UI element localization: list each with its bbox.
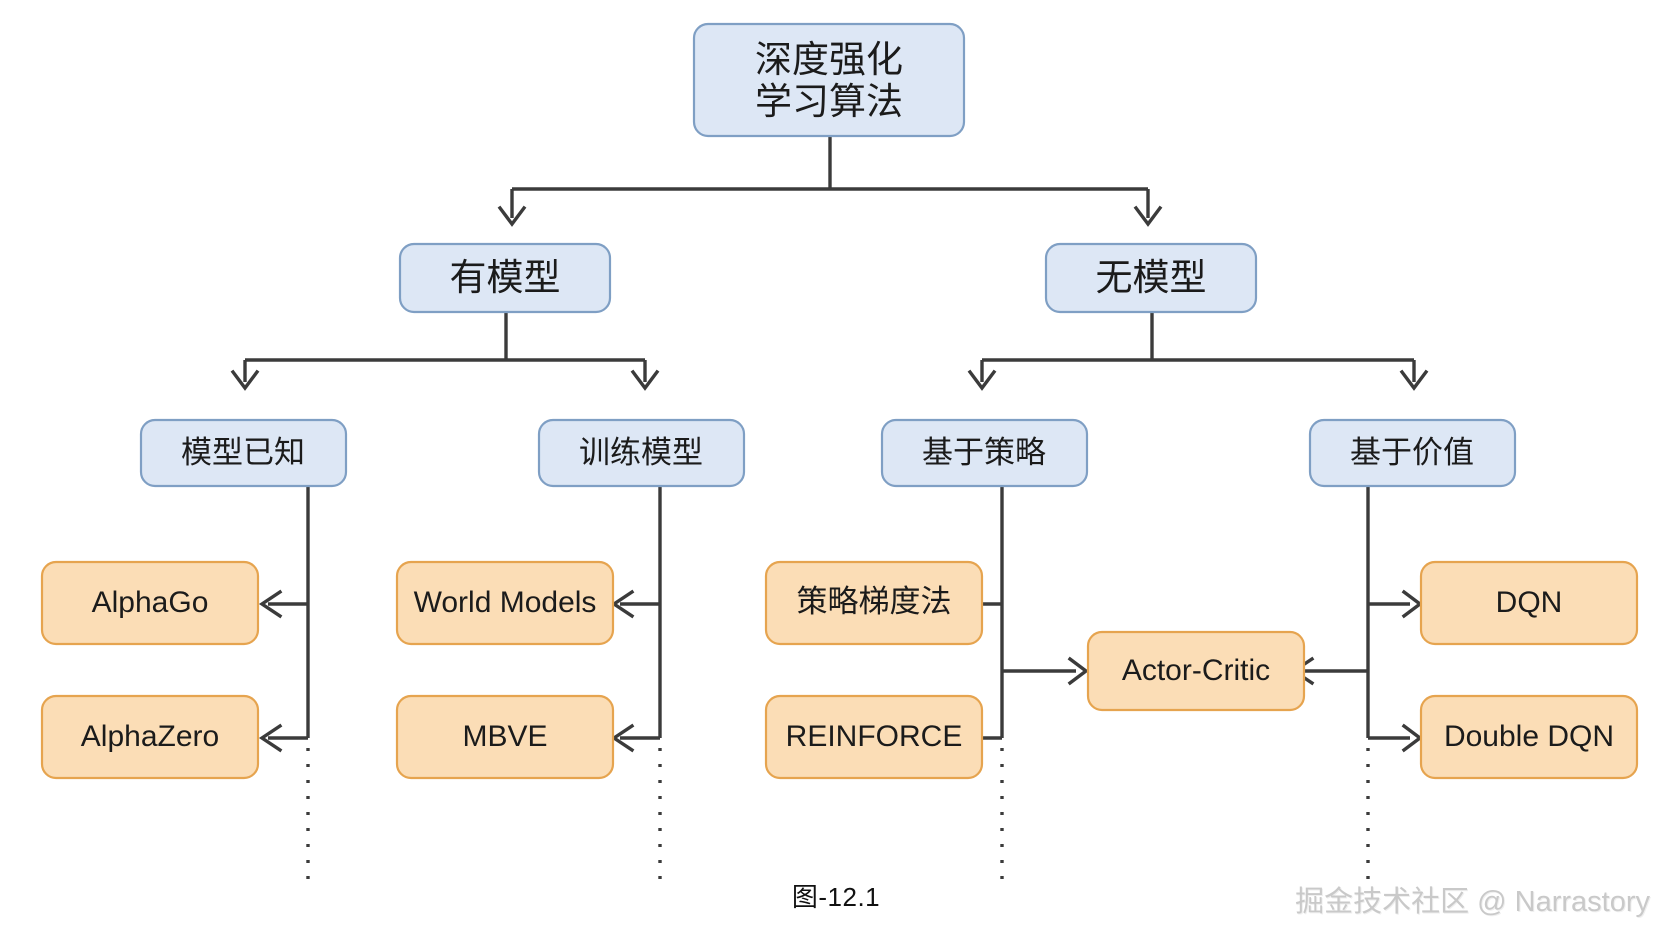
node-reinforce-label: REINFORCE [786, 720, 963, 753]
node-dqn-box[interactable] [1419, 560, 1639, 646]
node-policy-based[interactable]: 基于策略 [880, 418, 1089, 488]
connector-model-learned-branch [610, 466, 662, 884]
node-model-based-box[interactable] [398, 242, 612, 314]
node-mbve-label: MBVE [462, 720, 547, 753]
node-model-free-label: 无模型 [1096, 257, 1207, 298]
node-actor-critic-label: Actor-Critic [1122, 654, 1270, 687]
arrow-head-alphago [258, 589, 283, 619]
node-double-dqn-box[interactable] [1419, 694, 1639, 780]
node-reinforce-box[interactable] [764, 694, 984, 780]
arrow-head-model-learned [630, 369, 660, 391]
node-model-learned-box[interactable] [537, 418, 746, 488]
node-actor-critic-box[interactable] [1086, 630, 1306, 712]
node-alphazero-box[interactable] [40, 694, 260, 780]
node-model-known-box[interactable] [139, 418, 348, 488]
node-double-dqn-label: Double DQN [1444, 720, 1614, 753]
arrow-head-value-based [1399, 369, 1429, 391]
node-double-dqn[interactable]: Double DQN [1419, 694, 1639, 780]
node-policy-gradient[interactable]: 策略梯度法 [764, 560, 984, 646]
node-alphago[interactable]: AlphaGo [40, 560, 260, 646]
arrow-head-policy-based [967, 369, 997, 391]
node-policy-based-box[interactable] [880, 418, 1089, 488]
node-policy-based-label: 基于策略 [922, 435, 1046, 470]
node-dqn-label: DQN [1496, 586, 1563, 619]
node-alphazero-label: AlphaZero [81, 720, 219, 753]
node-policy-gradient-box[interactable] [764, 560, 984, 646]
node-alphago-box[interactable] [40, 560, 260, 646]
node-world-models-box[interactable] [395, 560, 615, 646]
connector-model-known-branch [258, 466, 310, 884]
node-world-models-label: World Models [414, 586, 597, 619]
connector-policy-based-branch [952, 466, 1089, 884]
node-reinforce[interactable]: REINFORCE [764, 694, 984, 780]
arrow-head-model-known [230, 369, 260, 391]
node-value-based-box[interactable] [1308, 418, 1517, 488]
node-model-free[interactable]: 无模型 [1044, 242, 1258, 314]
connector-value-based-branch [1290, 466, 1423, 884]
node-model-known[interactable]: 模型已知 [139, 418, 348, 488]
arrow-head-model-free [1133, 205, 1163, 227]
node-policy-gradient-label: 策略梯度法 [797, 584, 952, 619]
node-value-based[interactable]: 基于价值 [1308, 418, 1517, 488]
node-world-models[interactable]: World Models [395, 560, 615, 646]
node-alphago-label: AlphaGo [92, 586, 209, 619]
arrow-head-actor-critic-left [1067, 656, 1089, 686]
node-model-based-label: 有模型 [450, 257, 561, 298]
node-model-learned-label: 训练模型 [579, 435, 703, 470]
node-model-learned[interactable]: 训练模型 [537, 418, 746, 488]
node-root[interactable]: 深度强化 学习算法 [692, 22, 966, 138]
node-value-based-label: 基于价值 [1350, 435, 1474, 470]
node-root-box[interactable] [692, 22, 966, 138]
node-alphazero[interactable]: AlphaZero [40, 694, 260, 780]
figure-caption: 图-12.1 [791, 882, 881, 912]
node-root-label-line1: 深度强化 [755, 39, 903, 80]
node-dqn[interactable]: DQN [1419, 560, 1639, 646]
node-model-based[interactable]: 有模型 [398, 242, 612, 314]
watermark: 掘金技术社区 @ Narrastory [1295, 886, 1650, 918]
connector-root-to-level1 [497, 136, 1163, 227]
arrow-head-model-based [497, 205, 527, 227]
node-mbve-box[interactable] [395, 694, 615, 780]
arrow-head-alphazero [258, 723, 283, 753]
node-model-free-box[interactable] [1044, 242, 1258, 314]
node-model-known-label: 模型已知 [181, 435, 305, 470]
node-actor-critic[interactable]: Actor-Critic [1086, 630, 1306, 712]
node-root-label-line2: 学习算法 [755, 81, 903, 122]
node-mbve[interactable]: MBVE [395, 694, 615, 780]
